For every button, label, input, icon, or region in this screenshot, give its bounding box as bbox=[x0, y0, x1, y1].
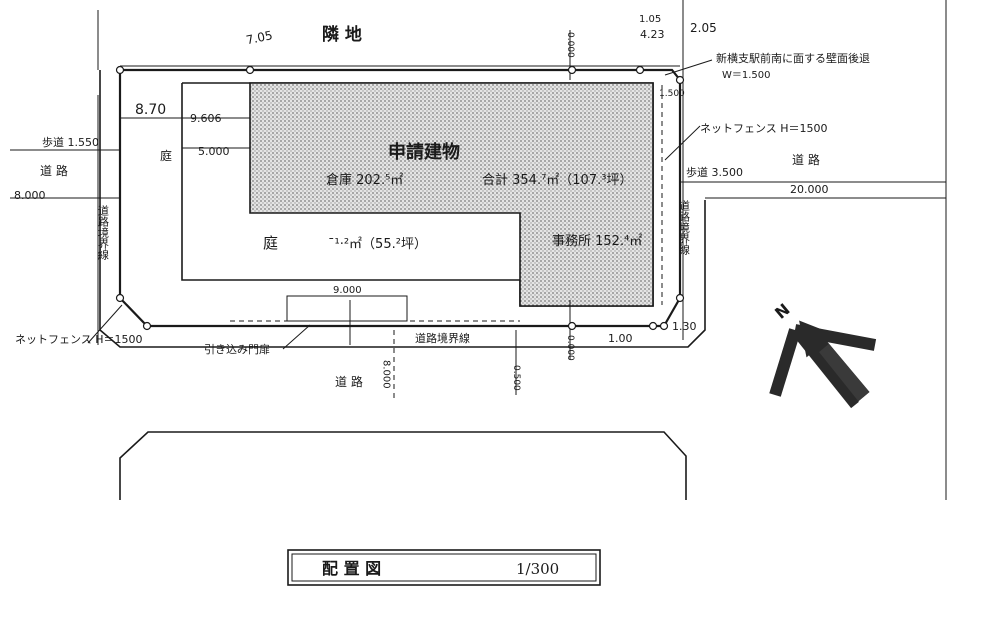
north-arrow-stroke bbox=[793, 324, 877, 351]
road-edge-outer bbox=[99, 70, 706, 348]
dim-9606: 9.606 bbox=[190, 112, 222, 125]
dim-top-right-c: 2.05 bbox=[690, 21, 717, 35]
road-bottom-width: 8.000 bbox=[381, 360, 392, 389]
dim-130: 1.30 bbox=[672, 320, 697, 333]
corner-markers bbox=[115, 65, 685, 331]
sidewalk-left: 歩道 1.550 bbox=[42, 135, 99, 149]
north-arrow-icon bbox=[799, 320, 870, 403]
north-arrow-stroke2 bbox=[791, 326, 859, 409]
north-arrow-stroke3 bbox=[769, 328, 801, 397]
sidewalk-right: 歩道 3.500 bbox=[686, 165, 743, 179]
road-left-width: 8.000 bbox=[14, 189, 46, 202]
dim-top-left: 7.05 bbox=[245, 28, 274, 47]
dim-100: 1.00 bbox=[608, 332, 633, 345]
dim-5000: 5.000 bbox=[198, 145, 230, 158]
dim-bottom-small: 0.000 bbox=[565, 335, 575, 361]
title-box-inner bbox=[291, 553, 597, 582]
lower-lot-outline bbox=[119, 431, 687, 500]
office-area: 事務所 152.⁴㎡ bbox=[552, 234, 642, 249]
dim-bottom-side: 0.500 bbox=[511, 365, 521, 391]
leader-fence-left bbox=[87, 304, 123, 344]
garden-label: 庭 bbox=[263, 234, 278, 252]
leader-fence-right bbox=[664, 125, 701, 161]
title-box-scale: 1/300 bbox=[516, 560, 559, 578]
road-boundary-bottom: 道路境界線 bbox=[415, 331, 470, 345]
dim-top-right-b: 4.23 bbox=[640, 28, 665, 41]
road-boundary-left: 道路境界線 bbox=[97, 204, 110, 260]
gate-rect bbox=[286, 295, 408, 322]
gate-note: 引き込み門扉 bbox=[204, 342, 270, 356]
note-setback-w: W＝1.500 bbox=[722, 70, 771, 81]
road-boundary-right: 道路境界線 bbox=[678, 199, 691, 255]
dim-top-vertical: 0.000 bbox=[565, 32, 575, 58]
building-footprint bbox=[249, 82, 654, 307]
neighbor-top-label: 隣 地 bbox=[322, 24, 362, 45]
road-right: 道 路 bbox=[792, 152, 820, 167]
total-area: 合計 354.⁷㎡（107.³坪） bbox=[482, 172, 632, 188]
site-boundary bbox=[118, 68, 682, 328]
note-setback: 新横支駅前南に面する壁面後退 bbox=[716, 51, 870, 65]
road-left: 道 路 bbox=[40, 163, 68, 178]
building-title: 申請建物 bbox=[388, 141, 460, 163]
title-box-title: 配 置 図 bbox=[322, 559, 381, 578]
dim-right-small: 1.500 bbox=[659, 89, 685, 99]
leader-setback bbox=[664, 59, 713, 76]
niwa-small: 庭 bbox=[160, 148, 172, 163]
warehouse-area: 倉庫 202.⁵㎡ bbox=[326, 173, 403, 188]
road-right-width: 20.000 bbox=[790, 183, 829, 196]
dim-top-right-a: 1.05 bbox=[639, 14, 661, 25]
title-box-outer bbox=[287, 549, 601, 586]
dim-9000: 9.000 bbox=[333, 285, 362, 296]
leader-gate bbox=[282, 324, 311, 350]
road-bottom: 道 路 bbox=[335, 374, 363, 389]
dim-870: 8.70 bbox=[135, 102, 166, 118]
north-letter: N bbox=[771, 300, 793, 323]
fence-note-left: ネットフェンス H＝1500 bbox=[15, 333, 143, 346]
garden-area: ¯¹·²㎡（55.²坪） bbox=[328, 237, 427, 252]
fence-note-right: ネットフェンス H＝1500 bbox=[700, 122, 828, 135]
